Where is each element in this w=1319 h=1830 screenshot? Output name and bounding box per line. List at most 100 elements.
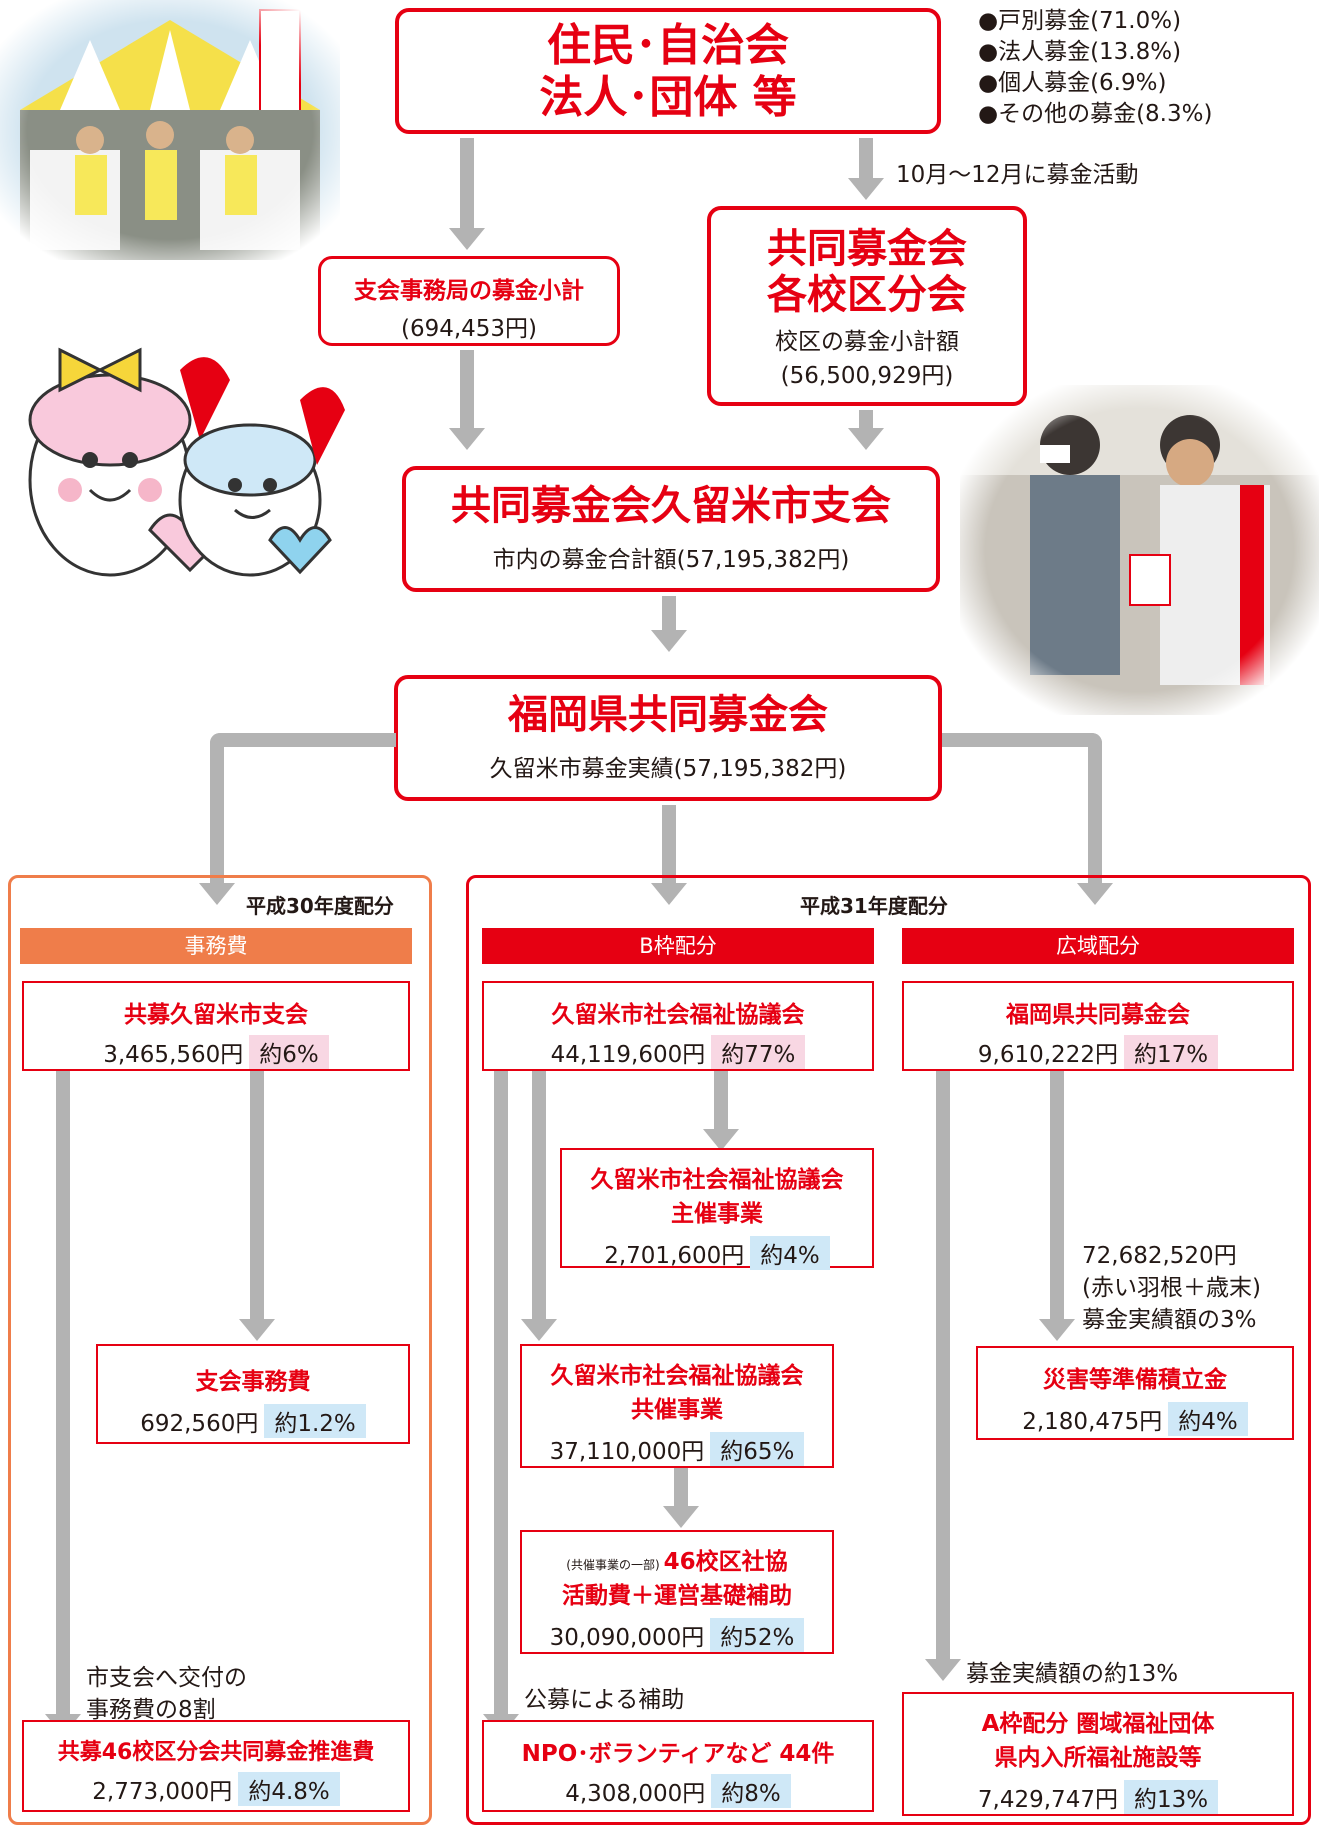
col1-note-line1: 市支会へ交付の	[86, 1665, 247, 1691]
mascot-characters	[0, 330, 350, 590]
col2-host-amount: 2,701,600円	[604, 1243, 745, 1269]
col2-host-amount-row: 2,701,600円約4%	[562, 1236, 872, 1270]
col2-part-amount: 30,090,000円	[549, 1625, 705, 1651]
arrow-head	[925, 1659, 961, 1681]
col2-part-title2: 活動費＋運営基礎補助	[562, 1583, 792, 1609]
col2-note: 公募による補助	[524, 1687, 685, 1713]
col1-bottom-box: 共募46校区分会共同募金推進費 2,773,000円約4.8%	[22, 1720, 410, 1812]
col2-part-box: (共催事業の一部)46校区社協 活動費＋運営基礎補助 30,090,000円約5…	[520, 1530, 834, 1654]
fukuoka-sub: 久留米市募金実績(57,195,382円)	[489, 756, 847, 782]
arrow-head	[199, 883, 235, 905]
col2-top-title: 久留米市社会福祉協議会	[551, 1002, 805, 1028]
period-note: 10月～12月に募金活動	[896, 162, 1139, 188]
arrow	[714, 1071, 728, 1131]
year30-frame	[8, 875, 432, 1825]
residents-line2: 法人･団体 等	[539, 72, 797, 123]
col3-top-amount-row: 9,610,222円約17%	[904, 1035, 1292, 1069]
col2-part-amount-row: 30,090,000円約52%	[522, 1618, 832, 1652]
col2-part-pct: 約52%	[710, 1618, 805, 1652]
arrow	[460, 138, 474, 230]
col1-mid-amount: 692,560円	[140, 1411, 259, 1437]
branch-office-box: 支会事務局の募金小計 (694,453円)	[318, 256, 620, 346]
arrow-head	[449, 228, 485, 250]
arrow-head	[1077, 883, 1113, 905]
arrow	[1088, 733, 1102, 885]
arrow	[674, 1468, 688, 1508]
arrow	[662, 805, 676, 885]
breakdown-item: ●戸別募金(71.0%)	[978, 8, 1182, 34]
col2-top-box: 久留米市社会福祉協議会 44,119,600円約77%	[482, 981, 874, 1071]
year30-label: 平成30年度配分	[246, 894, 394, 918]
breakdown-item: ●その他の募金(8.3%)	[978, 101, 1213, 127]
col2-bottom-pct: 約8%	[711, 1774, 791, 1808]
col1-top-box: 共募久留米市支会 3,465,560円約6%	[22, 981, 410, 1071]
col2-header: B枠配分	[482, 928, 874, 964]
arrow-head	[651, 630, 687, 652]
col2-top-pct: 約77%	[711, 1035, 806, 1069]
fukuoka-box: 福岡県共同募金会 久留米市募金実績(57,195,382円)	[394, 675, 942, 801]
breakdown-item: ●法人募金(13.8%)	[978, 39, 1182, 65]
branch-office-amount: (694,453円)	[400, 316, 538, 342]
col3-disaster-amount: 2,180,475円	[1022, 1409, 1163, 1435]
arrow-head	[1039, 1319, 1075, 1341]
col1-mid-box: 支会事務費 692,560円約1.2%	[96, 1344, 410, 1444]
col2-bottom-box: NPO･ボランティアなど 44件 4,308,000円約8%	[482, 1720, 874, 1812]
school-district-amount: (56,500,929円)	[780, 363, 954, 389]
col3-bottom-amount-row: 7,429,747円約13%	[904, 1780, 1292, 1814]
col2-co-title1: 久留米市社会福祉協議会	[550, 1363, 804, 1389]
arrow-head	[703, 1129, 739, 1151]
col2-co-amount-row: 37,110,000円約65%	[522, 1432, 832, 1466]
col1-mid-amount-row: 692,560円約1.2%	[98, 1404, 408, 1438]
school-district-sub: 校区の募金小計額	[775, 329, 959, 355]
arrow	[1050, 1071, 1064, 1321]
col3-note-bottom: 募金実績額の約13%	[966, 1661, 1179, 1687]
arrow-head	[449, 428, 485, 450]
col2-host-title2: 主催事業	[671, 1201, 763, 1227]
donation-photo	[960, 385, 1319, 715]
col2-co-amount: 37,110,000円	[549, 1439, 705, 1465]
arrow-head	[848, 178, 884, 200]
col1-mid-pct: 約1.2%	[264, 1404, 366, 1438]
arrow	[859, 410, 873, 430]
col3-note2: (赤い羽根＋歳末)	[1082, 1275, 1261, 1301]
col2-co-title2: 共催事業	[631, 1397, 723, 1423]
col1-bottom-pct: 約4.8%	[238, 1772, 340, 1806]
arrow	[936, 1071, 950, 1661]
col3-bottom-pct: 約13%	[1123, 1780, 1219, 1814]
tent-photo	[0, 0, 340, 260]
col3-bottom-amount: 7,429,747円	[977, 1787, 1118, 1813]
kurume-title: 共同募金会久留米市支会	[451, 483, 891, 529]
fukuoka-title: 福岡県共同募金会	[508, 692, 828, 738]
arrow	[210, 733, 224, 885]
breakdown-list: ●戸別募金(71.0%) ●法人募金(13.8%) ●個人募金(6.9%) ●そ…	[978, 6, 1212, 130]
col2-top-amount-row: 44,119,600円約77%	[484, 1035, 872, 1069]
arrow	[250, 1071, 264, 1321]
year31-frame	[466, 875, 1311, 1825]
col1-top-title: 共募久留米市支会	[124, 1002, 308, 1028]
arrow	[460, 350, 474, 430]
col3-note: 72,682,520円 (赤い羽根＋歳末) 募金実績額の3%	[1082, 1240, 1261, 1336]
col1-mid-title: 支会事務費	[195, 1369, 311, 1395]
school-district-box: 共同募金会 各校区分会 校区の募金小計額 (56,500,929円)	[707, 206, 1027, 406]
col1-note: 市支会へ交付の 事務費の8割	[86, 1662, 247, 1726]
col3-disaster-amount-row: 2,180,475円約4%	[978, 1402, 1292, 1436]
school-district-title2: 各校区分会	[767, 272, 967, 318]
col1-bottom-title: 共募46校区分会共同募金推進費	[57, 1740, 375, 1765]
col2-co-pct: 約65%	[710, 1432, 805, 1466]
col2-host-box: 久留米市社会福祉協議会 主催事業 2,701,600円約4%	[560, 1148, 874, 1270]
col2-part-title1: 46校区社協	[663, 1549, 788, 1575]
col2-bottom-amount: 4,308,000円	[565, 1781, 706, 1807]
residents-box: 住民･自治会 法人･団体 等	[395, 8, 941, 134]
col3-top-pct: 約17%	[1123, 1035, 1219, 1069]
col1-top-pct: 約6%	[249, 1035, 329, 1069]
col3-top-box: 福岡県共同募金会 9,610,222円約17%	[902, 981, 1294, 1071]
arrow-head	[848, 428, 884, 450]
col1-top-amount-row: 3,465,560円約6%	[24, 1035, 408, 1069]
arrow	[532, 1071, 546, 1321]
col2-host-title1: 久留米市社会福祉協議会	[590, 1167, 844, 1193]
col2-bottom-amount-row: 4,308,000円約8%	[484, 1774, 872, 1808]
arrow	[662, 596, 676, 632]
col3-disaster-box: 災害等準備積立金 2,180,475円約4%	[976, 1346, 1294, 1440]
kurume-box: 共同募金会久留米市支会 市内の募金合計額(57,195,382円)	[402, 466, 940, 592]
arrow-head	[663, 1506, 699, 1528]
